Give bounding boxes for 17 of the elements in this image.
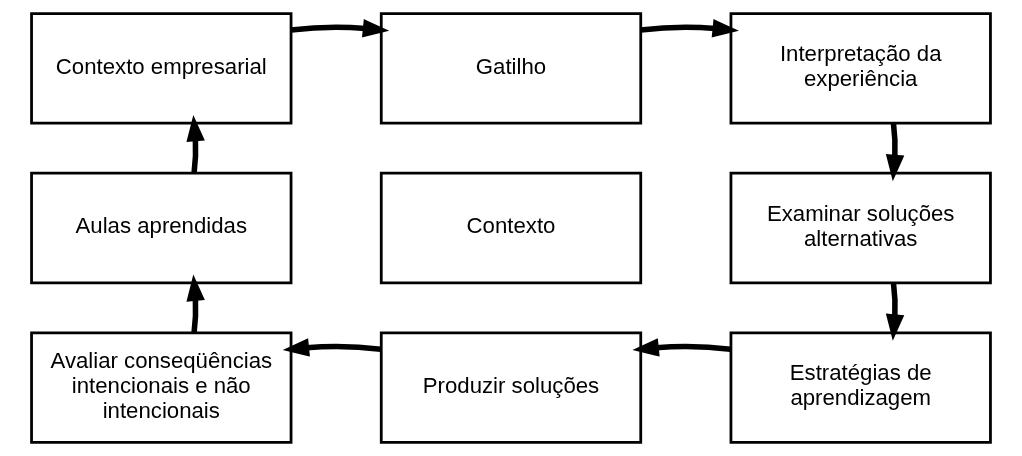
node-box: Produzir soluções [379, 331, 643, 444]
node-box: Contexto [379, 171, 643, 285]
node-box: Interpretação da experiência [729, 12, 992, 125]
arrow [186, 114, 205, 174]
arrow [282, 338, 382, 357]
arrow [885, 282, 905, 341]
arrow [885, 123, 905, 182]
node-box: Examinar soluções alternativas [729, 171, 992, 285]
arrow [632, 338, 731, 357]
arrow [290, 19, 390, 38]
node-box: Estratégias de aprendizagem [729, 331, 992, 444]
node-box: Gatilho [379, 12, 643, 125]
node-box: Aulas aprendidas [30, 171, 293, 285]
arrow [640, 19, 739, 38]
node-box: Avaliar conseqüências intencionais e não intencionais [30, 331, 293, 444]
arrow [186, 274, 205, 333]
node-box: Contexto empresarial [30, 12, 293, 125]
